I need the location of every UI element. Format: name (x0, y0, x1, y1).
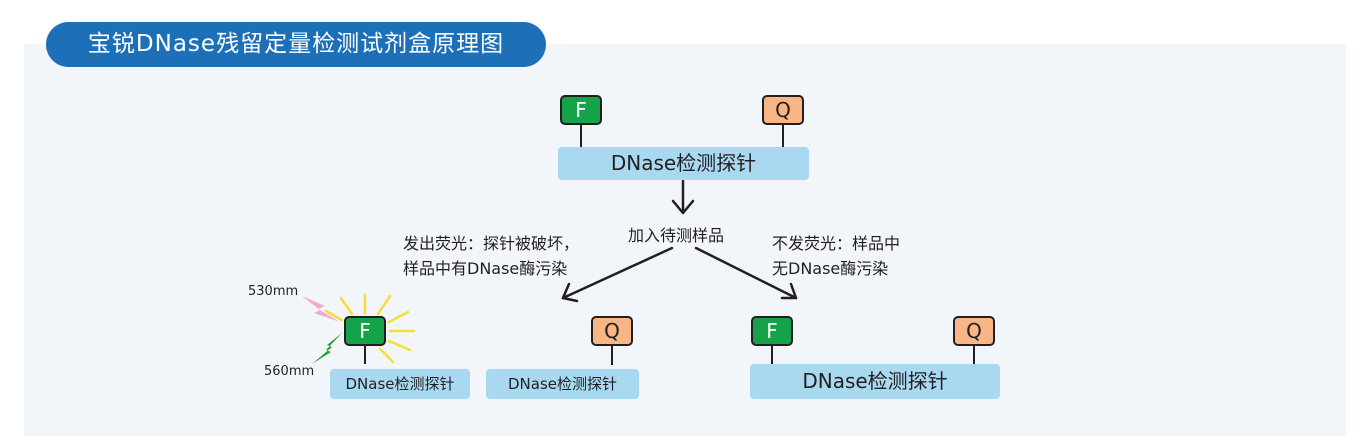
fluorophore-tag-intact: F (751, 316, 793, 346)
right-branch-arrow (694, 246, 798, 300)
quencher-linker-intact (973, 345, 975, 367)
quencher-tag: Q (762, 95, 804, 125)
fluorescence-glow-rays (324, 293, 416, 364)
cleaved-probe-fragment-f: DNase检测探针 (330, 369, 470, 399)
released-quencher-tag: Q (591, 316, 633, 346)
down-arrow (671, 179, 695, 215)
emission-wavelength-label: 560mm (264, 364, 315, 379)
cleaved-probe-fragment-q: DNase检测探针 (486, 369, 639, 399)
diagram-title: 宝锐DNase残留定量检测试剂盒原理图 (46, 22, 546, 67)
excitation-wavelength-label: 530mm (248, 284, 299, 299)
right-branch-caption-line1: 不发荧光：样品中 (772, 234, 901, 253)
released-quencher-linker (611, 345, 613, 365)
intact-probe: DNase检测探针 (558, 147, 809, 180)
quencher-linker (782, 124, 784, 150)
diagram-background (24, 44, 1346, 436)
excitation-lightning-icon (302, 296, 340, 322)
intact-probe-no-dnase: DNase检测探针 (750, 364, 1000, 399)
quencher-tag-intact: Q (953, 316, 995, 346)
right-branch-caption-line2: 无DNase酶污染 (772, 259, 889, 278)
left-branch-caption-line1: 发出荧光：探针被破坏， (403, 234, 580, 253)
released-fluorophore-linker (364, 345, 366, 364)
emission-lightning-icon (312, 333, 342, 364)
fluorophore-tag: F (560, 95, 602, 125)
fluorophore-linker-intact (771, 345, 773, 367)
left-branch-arrow (561, 246, 674, 303)
fluorophore-linker (580, 124, 582, 150)
released-fluorophore-tag: F (344, 316, 386, 346)
add-sample-label: 加入待测样品 (628, 226, 725, 245)
left-branch-caption-line2: 样品中有DNase酶污染 (403, 259, 568, 278)
